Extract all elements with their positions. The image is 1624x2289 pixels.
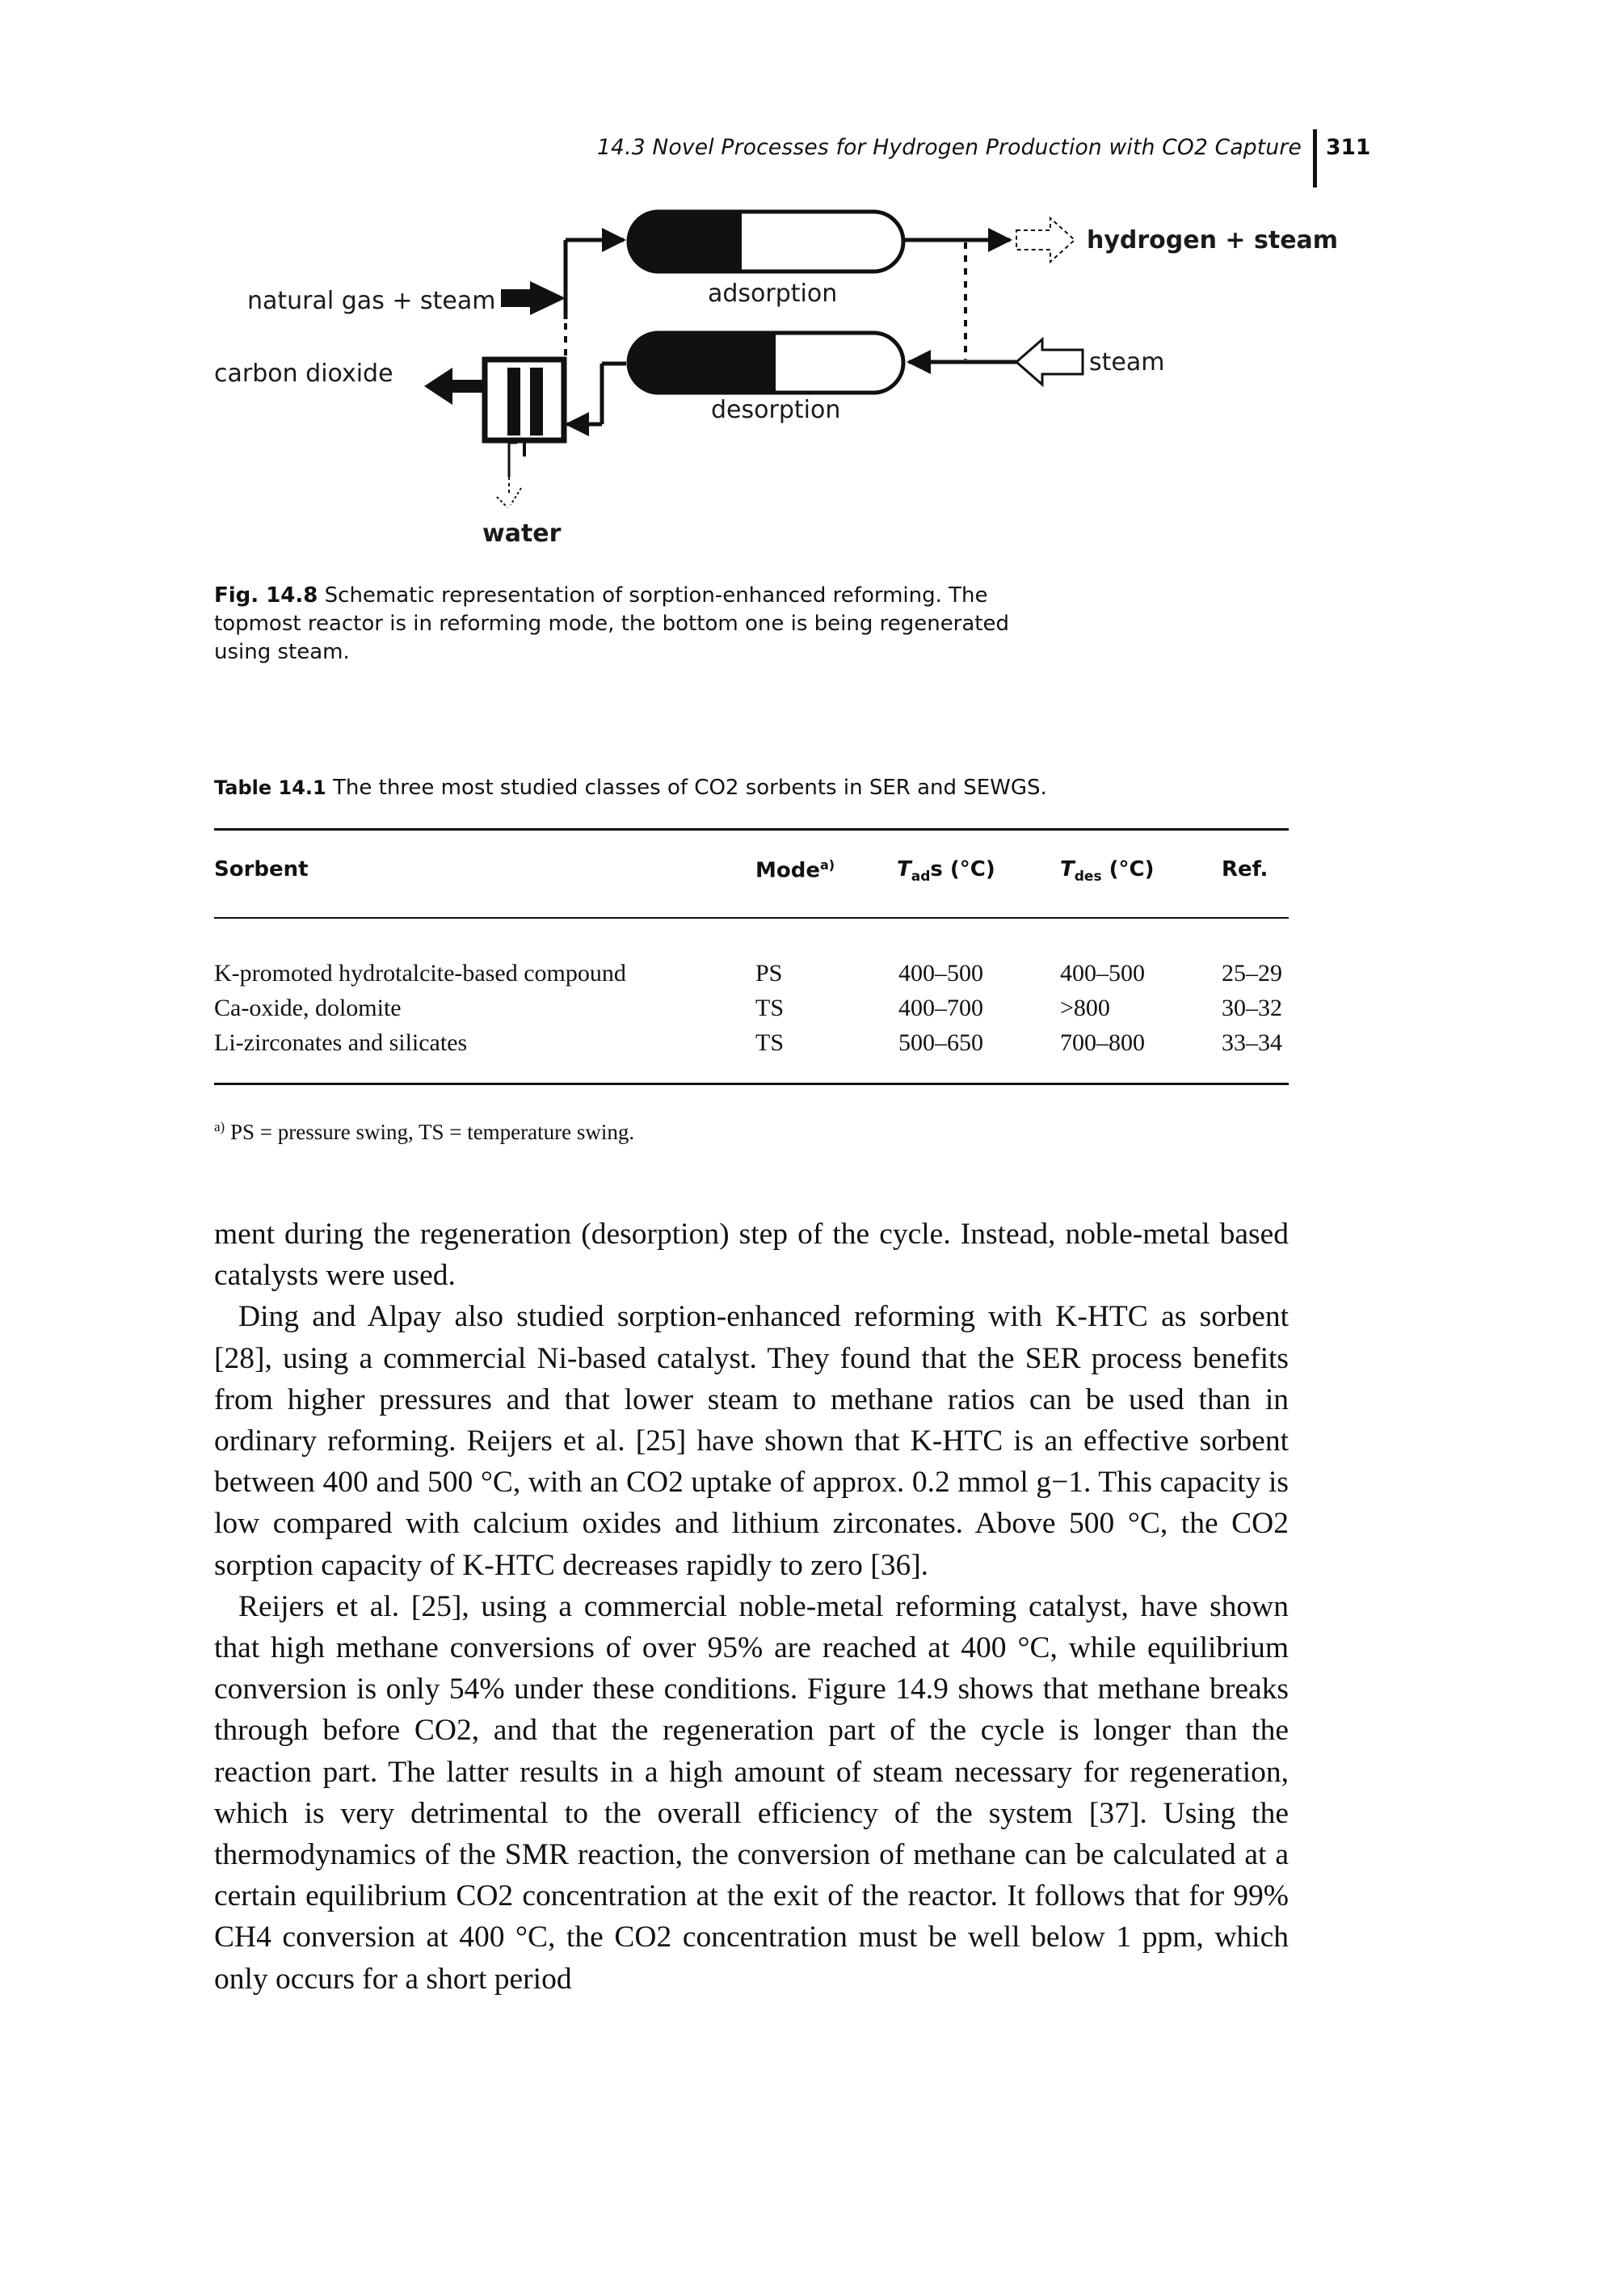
- col-header-mode: Modea): [755, 857, 835, 883]
- water-drain: [496, 441, 522, 508]
- table-cell-sorbent: Li-zirconates and silicates: [214, 1029, 468, 1056]
- table-cell-tads: 500–650: [898, 1029, 983, 1056]
- table-cell-ref: 33–34: [1222, 1029, 1282, 1056]
- col-header-tdes: Tdes (°C): [1060, 857, 1155, 886]
- steam-label: steam: [1089, 348, 1164, 377]
- co2-label: carbon dioxide: [214, 360, 393, 388]
- feed-arrow: [501, 281, 566, 315]
- table-footnote: a) PS = pressure swing, TS = temperature…: [214, 1119, 635, 1144]
- body-paragraph: Ding and Alpay also studied sorption-enh…: [214, 1300, 1289, 1582]
- table-cell-sorbent: K-promoted hydrotalcite-based compound: [214, 960, 626, 987]
- table-caption: Table 14.1 The three most studied classe…: [214, 776, 1305, 800]
- water-label: water: [482, 520, 562, 548]
- running-header: 14.3 Novel Processes for Hydrogen Produc…: [597, 135, 1302, 160]
- hydrogen-outlet-arrow: [1016, 216, 1076, 264]
- table-cell-ref: 25–29: [1222, 960, 1282, 987]
- adsorption-label: adsorption: [708, 280, 837, 308]
- table-cell-mode: PS: [755, 960, 783, 987]
- steam-inlet-arrow: [1014, 336, 1084, 388]
- body-text: ment during the regeneration (desorption…: [214, 1214, 1289, 2000]
- table-cell-tdes: 700–800: [1060, 1029, 1145, 1056]
- co2-outlet-arrow: [424, 368, 485, 405]
- figure-caption-label: Fig. 14.8: [214, 583, 318, 608]
- hydrogen-steam-label: hydrogen + steam: [1087, 226, 1338, 255]
- header-rule: [1313, 129, 1317, 187]
- figure-caption: Fig. 14.8 Schematic representation of so…: [214, 582, 1022, 667]
- table-cell-tdes: >800: [1060, 995, 1110, 1021]
- col-header-ref: Ref.: [1222, 857, 1268, 882]
- col-header-tads: Tads (°C): [897, 857, 995, 886]
- page-number: 311: [1326, 135, 1371, 160]
- adsorption-reactor: [626, 209, 906, 274]
- table-cell-mode: TS: [755, 1029, 785, 1056]
- desorption-label: desorption: [711, 396, 840, 424]
- ser-schematic: adsorption desorption natural gas + stea…: [214, 209, 1338, 548]
- table-cell-sorbent: Ca-oxide, dolomite: [214, 995, 402, 1021]
- body-paragraph: ment during the regeneration (desorption…: [214, 1218, 1289, 1293]
- body-paragraph: Reijers et al. [25], using a commercial …: [214, 1589, 1289, 1996]
- table-caption-label: Table 14.1: [214, 776, 326, 799]
- col-header-sorbent: Sorbent: [214, 857, 309, 882]
- table-header-rule: [214, 917, 1289, 919]
- table-cell-mode: TS: [755, 995, 785, 1021]
- table-bottom-rule: [214, 1083, 1289, 1085]
- desorption-reactor: [626, 330, 906, 395]
- table-top-rule: [214, 828, 1289, 831]
- table-cell-tads: 400–700: [898, 995, 983, 1021]
- figure-caption-text: Schematic representation of sorption-enh…: [214, 583, 1010, 664]
- table-cell-tads: 400–500: [898, 960, 983, 987]
- table-cell-ref: 30–32: [1222, 995, 1282, 1021]
- table-cell-tdes: 400–500: [1060, 960, 1145, 987]
- feed-label: natural gas + steam: [247, 287, 496, 315]
- condenser: [482, 356, 567, 457]
- table-caption-text: The three most studied classes of CO2 so…: [333, 776, 1047, 800]
